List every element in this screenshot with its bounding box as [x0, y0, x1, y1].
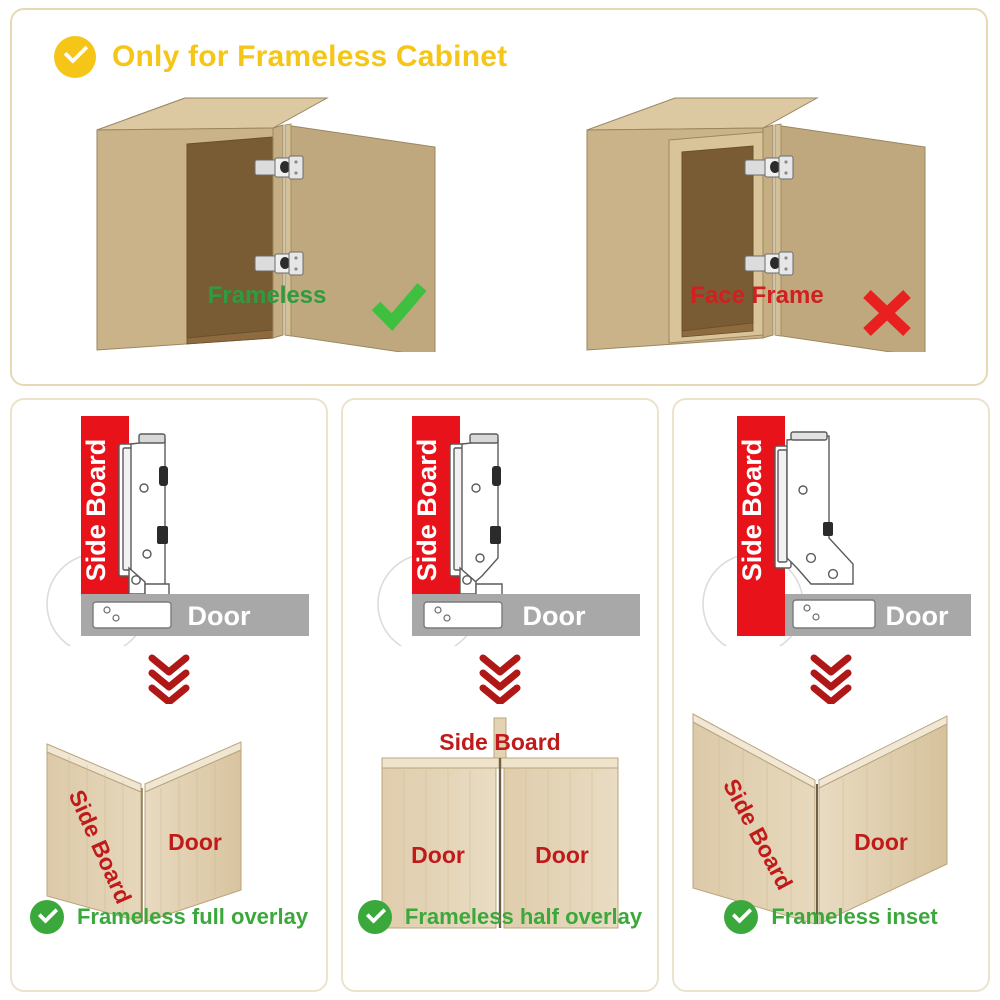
frameless-cabinet-panel: Only for Frameless Cabinet: [10, 8, 988, 386]
caption-half-overlay: Frameless half overlay: [343, 900, 657, 934]
side-board-label: Side Board: [737, 439, 767, 582]
caption-inset: Frameless inset: [674, 900, 988, 934]
door-label: Door: [886, 601, 949, 631]
caption-text: Frameless half overlay: [404, 904, 643, 929]
side-board-label: Side Board: [412, 439, 442, 582]
hinge-diagram-inset: Side Board Door: [674, 408, 988, 646]
caption-text: Frameless inset: [771, 904, 938, 929]
cabinet-face-frame-caption: Face Frame: [690, 282, 824, 309]
check-circle-icon: [29, 900, 64, 934]
panel-header: Only for Frameless Cabinet: [54, 36, 507, 78]
door-label: Door: [523, 601, 586, 631]
wood-door-label-right: Door: [535, 842, 589, 868]
red-cross-icon: [860, 288, 914, 343]
chevron-down-icon-group: [343, 652, 657, 704]
side-board-label: Side Board: [81, 439, 111, 582]
check-circle-icon: [54, 36, 96, 78]
hinge-diagram-half-overlay: Side Board: [343, 408, 657, 646]
wood-door-label: Door: [168, 829, 222, 855]
chevron-down-icon-group: [674, 652, 988, 704]
check-circle-icon: [357, 900, 392, 934]
chevron-down-icon-group: [12, 652, 326, 704]
cabinet-face-frame-illustration: [577, 92, 937, 352]
wood-illustration-full-overlay: Side Board Door: [12, 700, 326, 932]
cabinet-frameless-illustration: [87, 92, 447, 352]
door-label: Door: [188, 601, 251, 631]
wood-illustration-half-overlay: Side Board Door Door: [343, 700, 657, 932]
wood-side-board-label: Side Board: [439, 729, 560, 755]
caption-text: Frameless full overlay: [76, 904, 309, 929]
green-check-icon: [370, 282, 428, 337]
panel-half-overlay: Side Board: [341, 398, 659, 992]
panel-inset: Side Board Door: [672, 398, 990, 992]
wood-door-label: Door: [854, 829, 908, 855]
page-title: Only for Frameless Cabinet: [112, 40, 508, 73]
caption-full-overlay: Frameless full overlay: [12, 900, 326, 934]
panel-full-overlay: Side Board: [10, 398, 328, 992]
wood-door-label-left: Door: [411, 842, 465, 868]
check-circle-icon: [724, 900, 759, 934]
wood-illustration-inset: Side Board Door: [674, 700, 988, 932]
hinge-diagram-full-overlay: Side Board: [12, 408, 326, 646]
cabinet-frameless-caption: Frameless: [207, 282, 327, 309]
